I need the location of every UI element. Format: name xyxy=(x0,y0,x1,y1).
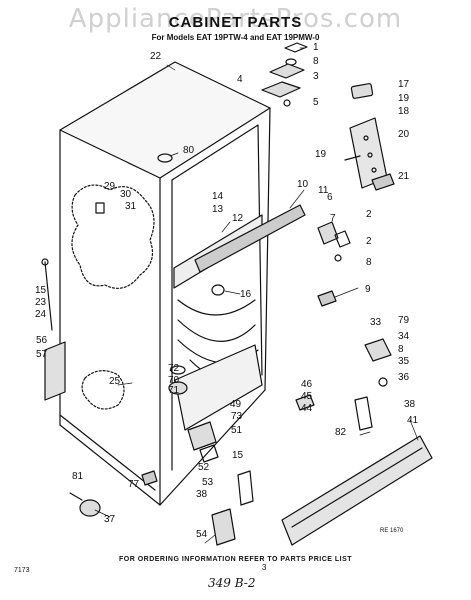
callout-number: 41 xyxy=(407,415,419,426)
callout-number: 51 xyxy=(231,425,243,436)
part-45 xyxy=(295,394,315,411)
plug-16 xyxy=(211,284,225,296)
part-49 xyxy=(187,421,217,451)
callout-number: 22 xyxy=(150,51,162,62)
callout-number: 8 xyxy=(313,56,319,67)
callout-number: 57 xyxy=(36,349,48,360)
roller-37 xyxy=(79,499,101,517)
part-38-left xyxy=(237,470,254,506)
diagram-title: CABINET PARTS xyxy=(168,14,303,31)
callout-number: 54 xyxy=(196,529,208,540)
callout-number: 7 xyxy=(330,213,336,224)
part-77 xyxy=(141,470,158,486)
callout-number: 8 xyxy=(398,344,404,355)
callout-number: 29 xyxy=(104,181,116,192)
callout-number: 73 xyxy=(231,411,243,422)
callout-number: 2 xyxy=(366,236,372,247)
callout-number: 45 xyxy=(301,391,313,402)
callout-number: 77 xyxy=(128,479,140,490)
callout-number: 14 xyxy=(212,191,224,202)
callout-number: 12 xyxy=(232,213,244,224)
diagram-code: RE 1670 xyxy=(380,528,404,534)
insulation-cutaway xyxy=(71,184,155,289)
callout-number: 79 xyxy=(398,315,410,326)
callout-number: 11 xyxy=(318,185,329,196)
callout-number: 19 xyxy=(315,149,327,160)
callout-number: 16 xyxy=(240,289,252,300)
callout-number: 46 xyxy=(301,379,313,390)
callout-number: 38 xyxy=(404,399,416,410)
clip-30 xyxy=(95,202,105,214)
part-33 xyxy=(364,338,392,362)
callout-number: 70 xyxy=(168,375,180,386)
grille-41 xyxy=(281,435,433,546)
callout-number: 4 xyxy=(237,74,243,85)
callout-number: 52 xyxy=(198,462,210,473)
callout-number: 56 xyxy=(36,335,48,346)
part-38-right xyxy=(354,396,373,431)
callout-number: 24 xyxy=(35,309,47,320)
callout-number: 31 xyxy=(125,201,137,212)
callout-number: 72 xyxy=(168,363,180,374)
leader-lines xyxy=(94,47,419,544)
small-mark: 3 xyxy=(262,563,267,572)
callout-number: 37 xyxy=(104,514,116,525)
callout-number: 6 xyxy=(327,192,333,203)
callout-number: 23 xyxy=(35,297,47,308)
callout-number: 10 xyxy=(297,179,309,190)
part-54 xyxy=(211,508,236,546)
door-rail xyxy=(194,204,306,273)
drain-wire xyxy=(44,261,53,331)
handwritten-note: 349 B-2 xyxy=(208,576,256,590)
callout-number: 3 xyxy=(313,71,319,82)
callout-number: 8 xyxy=(366,257,372,268)
callout-number: 19 xyxy=(398,93,410,104)
callout-number: 18 xyxy=(398,106,410,117)
callout-number: 82 xyxy=(335,427,347,438)
screw-81 xyxy=(69,492,83,501)
right-hinge-bracket xyxy=(344,83,395,191)
callout-number: 49 xyxy=(230,399,242,410)
ordering-note: FOR ORDERING INFORMATION REFER TO PARTS … xyxy=(118,556,353,563)
callout-number: 1 xyxy=(313,42,319,53)
callout-number: 15 xyxy=(232,450,244,461)
callout-number: 21 xyxy=(398,171,410,182)
callout-number: 35 xyxy=(398,356,410,367)
cutaway-25 xyxy=(81,370,125,410)
callout-number: 71 xyxy=(168,385,180,396)
bracket-56 xyxy=(44,341,66,401)
latch-part xyxy=(317,290,337,307)
callout-number: 38 xyxy=(196,489,208,500)
screw-36 xyxy=(378,377,388,387)
callout-number: 80 xyxy=(183,145,195,156)
roller-70 xyxy=(168,381,188,395)
cabinet-body xyxy=(59,61,271,506)
callout-number: 44 xyxy=(301,403,313,414)
center-hinge xyxy=(317,221,351,262)
diagram-subtitle: For Models EAT 19PTW-4 and EAT 19PMW-0 xyxy=(151,33,320,42)
page-number: 7173 xyxy=(14,567,30,574)
cap-72 xyxy=(170,365,186,375)
callout-number: 5 xyxy=(313,97,319,108)
plug-80 xyxy=(157,153,173,163)
top-hinge xyxy=(261,42,308,107)
callout-number: 36 xyxy=(398,372,410,383)
callout-number: 33 xyxy=(370,317,382,328)
callout-number: 34 xyxy=(398,331,410,342)
callout-number: 30 xyxy=(120,189,132,200)
callout-number: 81 xyxy=(72,471,84,482)
callout-number: 20 xyxy=(398,129,410,140)
callout-number: 17 xyxy=(398,79,410,90)
callout-number: 13 xyxy=(212,204,224,215)
callout-number: 2 xyxy=(366,209,372,220)
callout-number: 9 xyxy=(365,284,371,295)
callout-number: 53 xyxy=(202,477,214,488)
part-52 xyxy=(199,444,219,463)
callout-number: 25 xyxy=(109,376,121,387)
callout-number: 15 xyxy=(35,285,47,296)
